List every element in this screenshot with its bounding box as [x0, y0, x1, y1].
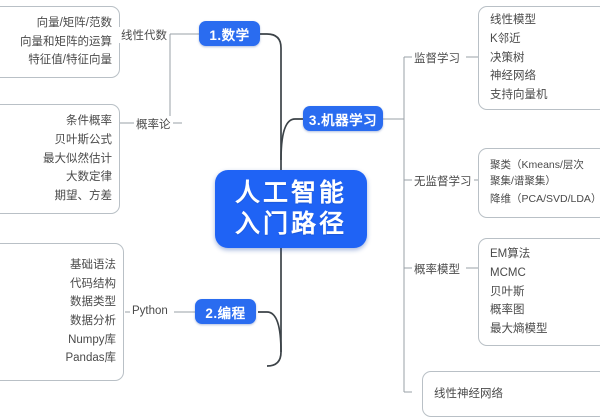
detail-item: 聚类（Kmeans/层次	[490, 158, 584, 171]
sublabel-linear-algebra: 线性代数	[119, 27, 169, 43]
sublabel-unsupervised-learning: 无监督学习	[412, 173, 474, 189]
detail-item: 基础语法	[70, 259, 116, 272]
detail-box-python: 基础语法 代码结构 数据类型 数据分析 Numpy库 Pandas库	[0, 243, 124, 381]
detail-item: 聚集/谱聚集）	[490, 174, 556, 187]
detail-item: 支持向量机	[490, 88, 548, 101]
detail-item: 降维（PCA/SVD/LDA）	[490, 193, 600, 206]
detail-box-linear-algebra: 向量/矩阵/范数 向量和矩阵的运算 特征值/特征向量	[0, 6, 120, 78]
detail-box-unsupervised-learning: 聚类（Kmeans/层次 聚集/谱聚集） 降维（PCA/SVD/LDA）	[478, 148, 600, 218]
detail-item: 贝叶斯公式	[54, 134, 113, 147]
detail-item: Numpy库	[68, 333, 116, 346]
detail-box-probabilistic-model: EM算法 MCMC 贝叶斯 概率图 最大熵模型	[478, 238, 600, 346]
detail-item: 数据分析	[70, 315, 116, 327]
branch-node-machine-learning[interactable]: 3.机器学习	[303, 106, 383, 131]
branch-node-programming[interactable]: 2.编程	[195, 299, 256, 324]
central-node-line2: 入门路径	[234, 210, 347, 238]
detail-item: Pandas库	[65, 352, 116, 365]
detail-item: 向量/矩阵/范数	[36, 17, 112, 30]
detail-item: 数据类型	[70, 296, 116, 309]
sublabel-probabilistic-model: 概率模型	[412, 261, 462, 277]
detail-box-supervised-learning: 线性模型 K邻近 决策树 神经网络 支持向量机	[478, 6, 600, 110]
detail-item: 贝叶斯	[490, 285, 525, 298]
central-node-line1: 人工智能	[234, 179, 347, 207]
detail-item: MCMC	[490, 267, 526, 280]
detail-item: 最大似然估计	[43, 152, 112, 165]
detail-item: K邻近	[490, 33, 521, 46]
detail-item: 大数定律	[66, 171, 112, 184]
detail-item: EM算法	[490, 248, 531, 261]
detail-item: 神经网络	[490, 70, 536, 83]
detail-item: 线性神经网络	[434, 387, 503, 400]
branch-node-math[interactable]: 1.数学	[199, 21, 260, 46]
detail-item: 特征值/特征向量	[28, 54, 112, 67]
detail-item: 决策树	[490, 51, 525, 64]
detail-item: 线性模型	[490, 14, 536, 27]
detail-item: 最大熵模型	[490, 322, 548, 335]
sublabel-supervised-learning: 监督学习	[412, 50, 462, 66]
detail-item: 条件概率	[66, 115, 112, 128]
detail-item: 概率图	[490, 304, 525, 317]
sublabel-probability: 概率论	[134, 116, 173, 132]
central-node[interactable]: 人工智能 入门路径	[215, 170, 367, 248]
detail-item: 代码结构	[70, 277, 116, 290]
detail-box-probability: 条件概率 贝叶斯公式 最大似然估计 大数定律 期望、方差	[0, 104, 120, 214]
sublabel-python: Python	[130, 305, 170, 317]
mindmap-canvas: 向量/矩阵/范数 向量和矩阵的运算 特征值/特征向量 条件概率 贝叶斯公式 最大…	[0, 6, 600, 417]
detail-item: 期望、方差	[54, 189, 113, 202]
detail-box-neural-network: 线性神经网络	[422, 371, 600, 417]
detail-item: 向量和矩阵的运算	[20, 35, 112, 48]
